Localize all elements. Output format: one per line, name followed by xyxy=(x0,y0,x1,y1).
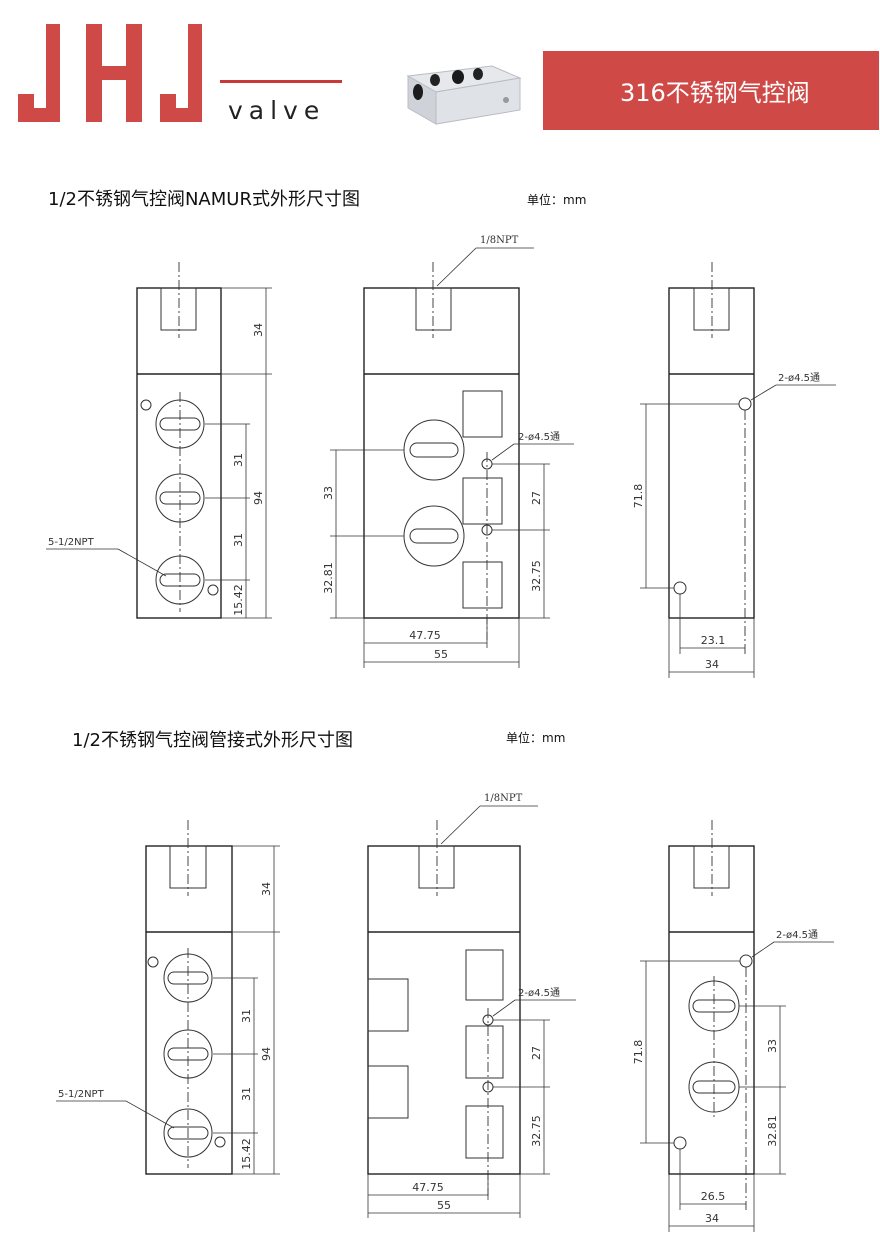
s1-dim-right-34: 34 xyxy=(705,658,719,671)
section1-unit: 单位：mm xyxy=(527,193,587,207)
section2-unit: 单位：mm xyxy=(506,731,566,745)
s1-dim-mid-4775: 47.75 xyxy=(409,629,441,642)
s1-dim-left-1542: 15.42 xyxy=(232,584,245,616)
s2-dim-mid-4775: 47.75 xyxy=(412,1181,444,1194)
s1-middle-view: 1/8NPT 2-ø4.5通 33 32.81 27 32.75 xyxy=(322,235,574,668)
s1-dim-mid-3281: 32.81 xyxy=(322,562,335,594)
s1-left-view: 34 31 94 31 15.42 5-1/2NPT xyxy=(46,262,272,619)
s2-dim-right-718: 71.8 xyxy=(632,1040,645,1065)
s2-dim-mid-27: 27 xyxy=(530,1046,543,1060)
s2-label-pilot: 1/8NPT xyxy=(484,793,523,804)
logo-underline xyxy=(220,80,342,83)
s1-dim-left-34: 34 xyxy=(252,323,265,337)
section2-title: 1/2不锈钢气控阀管接式外形尺寸图 xyxy=(72,730,353,751)
valve-product-image xyxy=(406,65,522,125)
s2-dim-left-94: 94 xyxy=(260,1047,273,1061)
page-title: 316不锈钢气控阀 xyxy=(620,79,810,107)
s1-label-hole-right: 2-ø4.5通 xyxy=(778,372,820,384)
s1-dim-left-31b: 31 xyxy=(232,533,245,547)
logo-subtitle: valve xyxy=(228,96,326,125)
s2-dim-left-1542: 15.42 xyxy=(240,1138,253,1170)
s2-middle-view: 1/8NPT 2-ø4.5通 27 32.75 47.75 55 xyxy=(367,793,576,1218)
s2-label-hole-right: 2-ø4.5通 xyxy=(776,929,818,941)
s2-dim-mid-55: 55 xyxy=(437,1199,451,1212)
s1-dim-mid-55: 55 xyxy=(434,648,448,661)
s1-dim-right-231: 23.1 xyxy=(701,634,726,647)
s1-dim-mid-33: 33 xyxy=(322,486,335,500)
s1-dim-right-718: 71.8 xyxy=(632,484,645,509)
s1-dim-left-94: 94 xyxy=(252,491,265,505)
section1-title: 1/2不锈钢气控阀NAMUR式外形尺寸图 xyxy=(48,189,360,210)
s2-left-view: 34 31 94 31 15.42 5-1/2NPT xyxy=(56,820,280,1175)
s2-dim-right-3281: 32.81 xyxy=(766,1115,779,1147)
s1-label-pilot: 1/8NPT xyxy=(480,235,519,246)
s1-label-hole-mid: 2-ø4.5通 xyxy=(518,431,560,443)
s2-dim-right-33: 33 xyxy=(766,1039,779,1053)
s2-right-view: 2-ø4.5通 71.8 33 32.81 26.5 34 xyxy=(632,820,834,1232)
s1-dim-mid-27: 27 xyxy=(530,491,543,505)
s1-label-ports: 5-1/2NPT xyxy=(48,537,95,548)
s2-dim-right-265: 26.5 xyxy=(701,1190,726,1203)
s2-dim-left-31b: 31 xyxy=(240,1087,253,1101)
s2-label-hole-mid: 2-ø4.5通 xyxy=(518,987,560,999)
s2-dim-left-34: 34 xyxy=(260,882,273,896)
s1-dim-mid-3275: 32.75 xyxy=(530,560,543,592)
s1-dim-left-31a: 31 xyxy=(232,453,245,467)
s2-dim-left-31a: 31 xyxy=(240,1009,253,1023)
jhj-logo xyxy=(18,24,202,122)
s1-right-view: 2-ø4.5通 71.8 23.1 34 xyxy=(632,262,836,678)
s2-dim-mid-3275: 32.75 xyxy=(530,1115,543,1147)
s2-dim-right-34: 34 xyxy=(705,1212,719,1225)
title-banner xyxy=(543,51,879,130)
s2-label-ports: 5-1/2NPT xyxy=(58,1089,105,1100)
